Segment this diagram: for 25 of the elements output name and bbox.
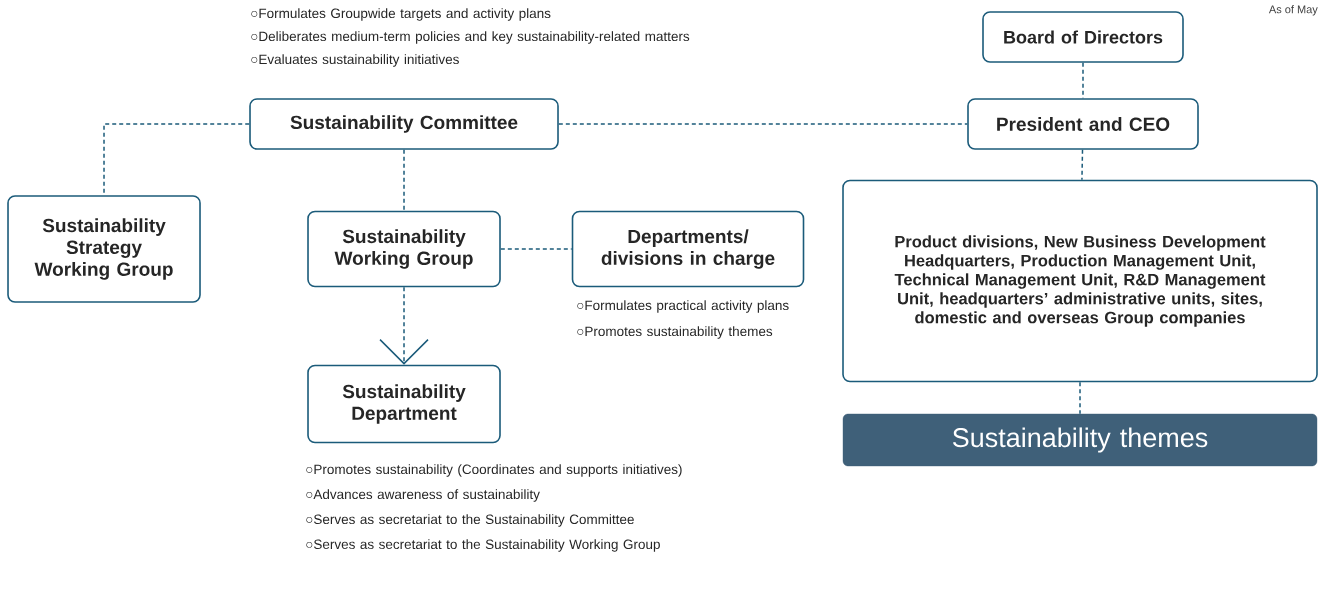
bullet-text: ○Serves as secretariat to the Sustainability Committee xyxy=(306,514,634,527)
org-box: Sustainability Department xyxy=(307,364,501,444)
bullet-text: ○Promotes sustainability themes xyxy=(577,326,773,339)
bullet-text: ○Promotes sustainability (Coordinates and supports initiatives) xyxy=(306,464,682,477)
connector-line xyxy=(558,123,968,125)
org-box: Board of Directors xyxy=(982,11,1184,63)
theme-band: Sustainability themes xyxy=(842,413,1318,467)
bullet-text: ○Formulates practical activity plans xyxy=(577,300,789,313)
org-box: Product divisions, New Business Development Headquarters, Production Management Unit, Technical Management Unit, R&D Management Unit, headquarters’ administrative units, sites, domestic and overseas Group companies xyxy=(842,179,1318,383)
org-box: Departments/ divisions in charge xyxy=(571,210,805,288)
org-box: Sustainability Committee xyxy=(249,98,559,150)
org-box: Sustainability Strategy Working Group xyxy=(7,195,201,303)
note-text: As of May xyxy=(1268,5,1318,16)
org-box: President and CEO xyxy=(967,98,1199,150)
bullet-text: ○Deliberates medium-term policies and key sustainability-related matters xyxy=(251,31,690,44)
org-box: Sustainability Working Group xyxy=(307,210,501,288)
connector-line xyxy=(103,123,250,196)
connector-line xyxy=(1081,149,1084,181)
connector-line xyxy=(1079,381,1081,415)
connector-line xyxy=(403,149,405,212)
bullet-text: ○Evaluates sustainability initiatives xyxy=(251,54,459,67)
bullet-text: ○Advances awareness of sustainability xyxy=(306,489,540,502)
bullet-text: ○Serves as secretariat to the Sustainability Working Group xyxy=(306,539,660,552)
connector-line xyxy=(500,248,573,250)
bullet-text: ○Formulates Groupwide targets and activity plans xyxy=(251,8,551,21)
